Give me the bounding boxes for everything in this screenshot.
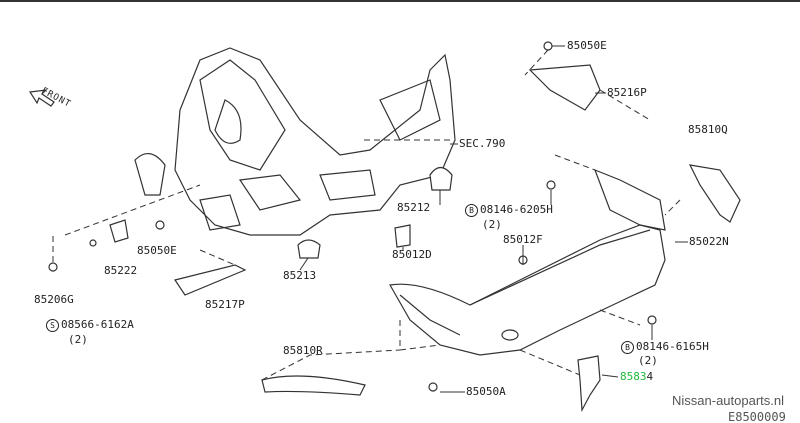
- bracket-85216P: [528, 64, 601, 111]
- part-label-85050E[interactable]: 85050E: [567, 39, 607, 52]
- part-label-85050A[interactable]: 85050A: [466, 385, 506, 398]
- part-number: 08146-6205H: [480, 203, 553, 216]
- part-label-85216P[interactable]: 85216P: [607, 86, 647, 99]
- part-label-85212[interactable]: 85212: [397, 201, 431, 214]
- quantity-label: (2): [638, 354, 658, 367]
- screw-s-icon: S: [46, 319, 59, 332]
- section-label-sec790[interactable]: SEC.790: [459, 137, 506, 150]
- front-arrow-icon: [28, 89, 55, 107]
- reflector-85810Q: [688, 164, 741, 223]
- part-label-85213[interactable]: 85213: [283, 269, 317, 282]
- highlighted-part-number: 8583: [620, 370, 647, 383]
- watermark: Nissan-autoparts.nl: [672, 393, 784, 408]
- part-number: 08146-6165H: [636, 340, 709, 353]
- part-number: 08566-6162A: [61, 318, 134, 331]
- reflector-85810R: [261, 375, 366, 396]
- part-label-85012F[interactable]: 85012F: [503, 233, 543, 246]
- part-label-85050E-left[interactable]: 85050E: [137, 244, 177, 257]
- part-label-85222[interactable]: 85222: [104, 264, 138, 277]
- quantity-label: (2): [482, 218, 502, 231]
- part-label-85217P[interactable]: 85217P: [205, 298, 245, 311]
- figure-code: E8500009: [728, 410, 786, 423]
- bolt-b-icon: B: [465, 204, 478, 217]
- part-label-85022N[interactable]: 85022N: [689, 235, 729, 248]
- bolt-b-icon: B: [621, 341, 634, 354]
- part-label-85834[interactable]: 85834: [620, 371, 653, 383]
- bracket-85217P: [174, 264, 247, 296]
- part-label-85012D[interactable]: 85012D: [392, 248, 432, 261]
- rear-bumper: [389, 168, 666, 356]
- bracket-85834: [577, 355, 601, 413]
- quantity-label: (2): [68, 333, 88, 346]
- clips: [48, 41, 657, 392]
- part-label-85206G[interactable]: 85206G: [34, 293, 74, 306]
- top-border: [0, 0, 800, 2]
- part-label-85810R[interactable]: 85810R: [283, 344, 323, 357]
- part-number-suffix: 4: [646, 370, 654, 383]
- part-label-85810Q[interactable]: 85810Q: [688, 123, 728, 136]
- body-structure: [134, 47, 456, 236]
